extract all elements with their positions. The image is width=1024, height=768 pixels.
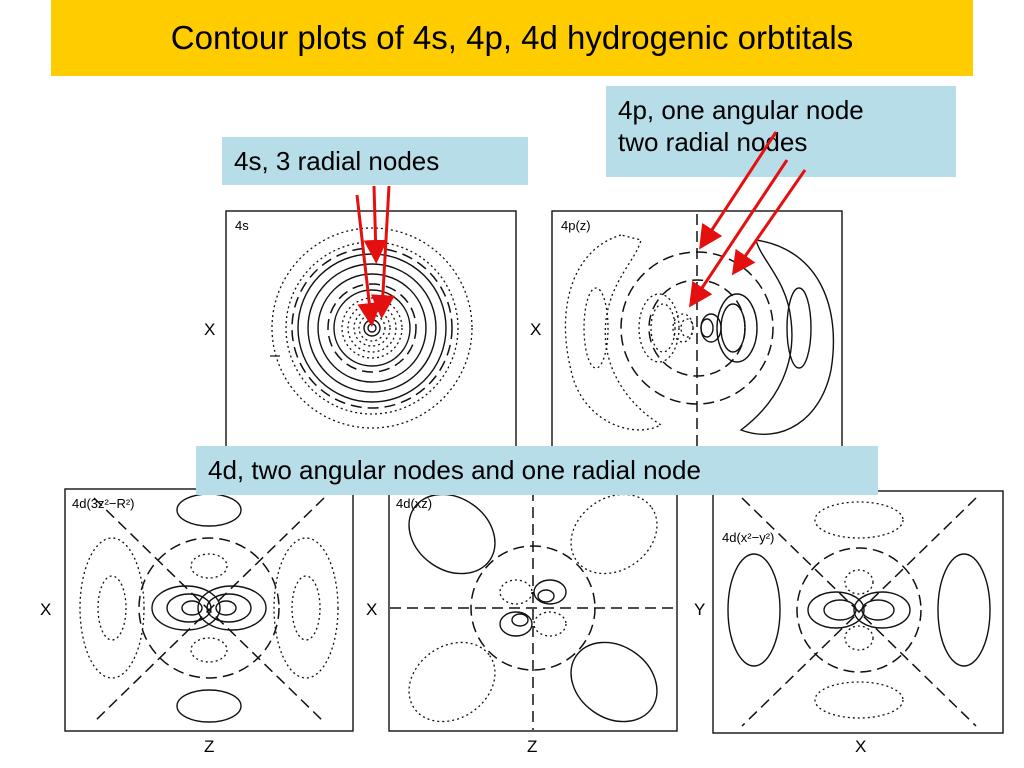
- axis-label-4d-xz-bottom: Z: [527, 737, 538, 756]
- axis-label-4d-xz-left: X: [366, 600, 378, 619]
- plot-4d-3z2-label: 4d(3z²−R²): [72, 496, 135, 511]
- axis-label-4d-x2y2-bottom: X: [855, 737, 867, 756]
- axis-label-4s-left: X: [204, 320, 216, 339]
- callout-4p: 4p, one angular node two radial nodes: [606, 86, 956, 177]
- callout-4d-text: 4d, two angular nodes and one radial nod…: [208, 455, 701, 485]
- plot-4d-x2y2-label: 4d(x²−y²): [722, 530, 774, 545]
- callout-4p-line1: 4p, one angular node: [618, 95, 864, 125]
- callout-4s: 4s, 3 radial nodes: [222, 137, 528, 185]
- plot-4s: 4s: [225, 210, 517, 450]
- axis-label-4d-x2y2-left: Y: [694, 600, 706, 619]
- axis-label-4d-3z2-bottom: Z: [204, 737, 215, 756]
- plot-4pz-label: 4p(z): [561, 218, 591, 233]
- callout-4s-text: 4s, 3 radial nodes: [234, 146, 440, 176]
- plot-4d-xz: 4d(xz): [388, 488, 678, 732]
- contours-4d-3z2: [79, 493, 339, 723]
- callout-4p-line2: two radial nodes: [618, 127, 808, 157]
- title-bar: Contour plots of 4s, 4p, 4d hydrogenic o…: [51, 0, 973, 76]
- contours-4d-xz: [390, 490, 676, 730]
- slide-title: Contour plots of 4s, 4p, 4d hydrogenic o…: [170, 19, 854, 56]
- callout-4d: 4d, two angular nodes and one radial nod…: [196, 446, 878, 495]
- plot-4s-label: 4s: [235, 218, 249, 233]
- axis-label-4d-3z2-left: X: [40, 600, 52, 619]
- plot-4d-3z2: 4d(3z²−R²): [64, 488, 354, 732]
- contours-4d-x2y2: [727, 497, 991, 727]
- axis-label-4pz-left: X: [530, 320, 542, 339]
- plot-4pz: 4p(z): [551, 210, 843, 450]
- plot-4d-x2y2: 4d(x²−y²): [712, 490, 1004, 734]
